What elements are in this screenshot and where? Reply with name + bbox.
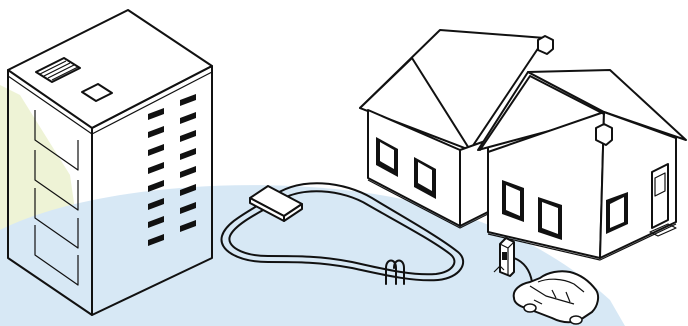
building-window bbox=[180, 220, 196, 232]
building-window bbox=[148, 162, 164, 174]
building-window bbox=[180, 166, 196, 178]
building-window bbox=[180, 148, 196, 160]
house-window bbox=[506, 185, 520, 216]
pool-ladder bbox=[385, 259, 405, 285]
house-window bbox=[418, 162, 432, 191]
building-windows bbox=[148, 94, 196, 246]
building-floor-panels bbox=[34, 110, 79, 286]
roof-vent bbox=[35, 57, 81, 83]
house-window bbox=[542, 202, 558, 234]
apartment-building bbox=[7, 9, 213, 316]
roof-hatch bbox=[81, 83, 113, 102]
building-window bbox=[148, 180, 164, 192]
building-window bbox=[180, 130, 196, 142]
house bbox=[359, 29, 687, 261]
house-window bbox=[380, 142, 394, 169]
swimming-pool bbox=[220, 182, 465, 285]
building-window bbox=[180, 94, 196, 106]
building-window bbox=[148, 198, 164, 210]
building-window bbox=[148, 234, 164, 246]
building-window bbox=[180, 202, 196, 214]
building-window bbox=[148, 216, 164, 228]
ev-charging-station bbox=[493, 237, 533, 283]
sunlight-area bbox=[0, 85, 75, 230]
building-window bbox=[180, 112, 196, 124]
building-window bbox=[180, 184, 196, 196]
building-window bbox=[148, 144, 164, 156]
car bbox=[512, 270, 600, 325]
building-window bbox=[148, 108, 164, 120]
chimney-left bbox=[537, 35, 554, 55]
chimney-right bbox=[595, 123, 613, 146]
house-window bbox=[610, 197, 624, 228]
pool-cover-box bbox=[249, 185, 303, 222]
building-window bbox=[148, 126, 164, 138]
front-door bbox=[649, 163, 677, 237]
